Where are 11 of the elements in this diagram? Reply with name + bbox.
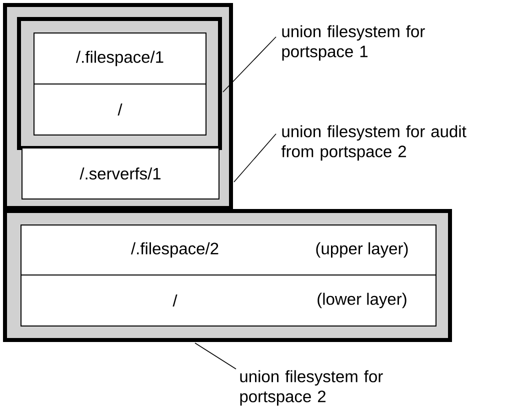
layer-box: /.serverfs/1 <box>22 148 220 200</box>
leader-line <box>222 36 276 92</box>
leader-line <box>234 133 276 182</box>
layer-box: / (lower layer) <box>20 274 436 326</box>
callout-text: union filesystem for portspace 2 <box>240 370 383 406</box>
callout-text: union filesystem for audit from portspace 2 <box>281 125 466 161</box>
leader-line <box>194 342 236 370</box>
layer-box: /.filespace/2 (upper layer) <box>20 224 436 276</box>
layer-box: /.filespace/1 <box>34 32 206 84</box>
callout-text: union filesystem for portspace 1 <box>282 25 425 61</box>
layer-box: / <box>34 84 206 136</box>
